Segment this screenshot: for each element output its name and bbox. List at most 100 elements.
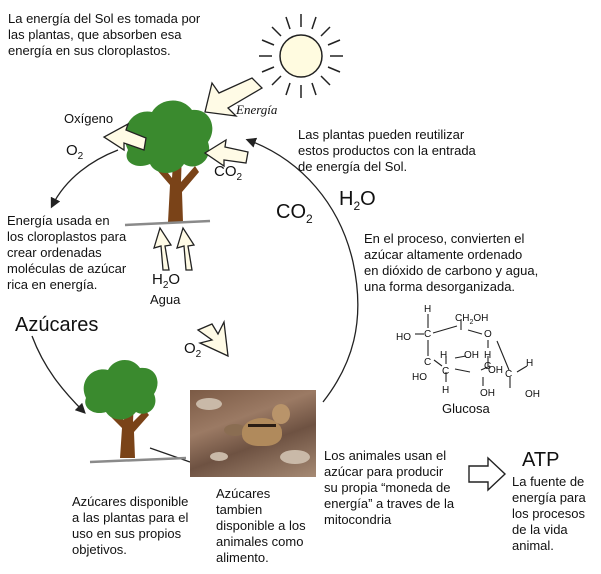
glucose-atom: HO bbox=[396, 332, 411, 343]
reuse-caption: Las plantas pueden reutilizar estos prod… bbox=[298, 127, 476, 175]
co2-big-label: CO2 bbox=[276, 201, 313, 230]
h2o-big-label: H2O bbox=[339, 188, 376, 217]
sugars-plants-line: a las plantas para el bbox=[72, 510, 189, 525]
co2-subscript: 2 bbox=[236, 172, 243, 183]
energy-used-line: rica en energía. bbox=[7, 277, 98, 292]
glucose-atom: HO bbox=[412, 372, 427, 383]
sun-icon bbox=[259, 14, 343, 98]
glucose-atom: C bbox=[442, 366, 450, 377]
water-label: Agua bbox=[150, 292, 181, 307]
sugars-plants-line: Azúcares disponible bbox=[72, 494, 189, 509]
tree-icon-top bbox=[124, 100, 213, 227]
reuse-line: Las plantas pueden reutilizar bbox=[298, 127, 465, 142]
sugars-plants-line: uso en sus propios bbox=[72, 526, 182, 541]
o2-symbol: O bbox=[66, 142, 78, 159]
o2-subscript: 2 bbox=[77, 151, 84, 162]
energy-label: Energía bbox=[236, 102, 278, 117]
sugars-animals-line: tambien bbox=[216, 502, 263, 517]
glucose-atom: OH bbox=[480, 388, 495, 399]
water-arrow-right bbox=[176, 226, 196, 271]
sugars-animals-line: animales como bbox=[216, 534, 304, 549]
co2-arrow bbox=[203, 138, 249, 168]
atp-caption-line: animal. bbox=[512, 538, 554, 553]
animals-line: Los animales usan el bbox=[324, 448, 447, 463]
glucose-atom: C bbox=[424, 329, 432, 340]
o2-mid-subscript: 2 bbox=[195, 349, 202, 360]
glucose-atom: OH bbox=[488, 365, 503, 376]
process-line: una forma desorganizada. bbox=[364, 279, 516, 294]
glucose-atom: O bbox=[484, 329, 492, 340]
atp-caption-line: los procesos bbox=[512, 506, 585, 521]
process-line: azúcar altamente ordenado bbox=[364, 247, 523, 262]
h2o-big-h: H bbox=[339, 188, 354, 210]
sugars-animals-caption: Azúcares tambien disponible a los animal… bbox=[216, 486, 306, 566]
sugars-plants-caption: Azúcares disponible a las plantas para e… bbox=[72, 494, 188, 558]
co2-label: CO2 bbox=[214, 164, 242, 186]
o2-mid-label: O2 bbox=[184, 341, 201, 363]
glucose-atom: C bbox=[505, 369, 513, 380]
energy-used-line: Energía usada en bbox=[7, 213, 110, 228]
glucose-atom: C bbox=[424, 357, 432, 368]
glucose-atom: H bbox=[442, 385, 450, 396]
oxygen-arrow bbox=[102, 122, 147, 152]
glucose-atom: H bbox=[424, 304, 432, 315]
h2o-subscript: 2 bbox=[162, 280, 169, 291]
glucose-atom: OH bbox=[473, 313, 489, 324]
co2-symbol: CO bbox=[214, 163, 237, 180]
energy-arrow bbox=[204, 77, 264, 117]
process-line: En el proceso, convierten el bbox=[364, 231, 525, 246]
glucose-atom: H bbox=[440, 350, 448, 361]
atp-arrow bbox=[468, 456, 507, 492]
chipmunk-photo bbox=[190, 390, 316, 477]
co2-big-subscript: 2 bbox=[306, 212, 313, 226]
sun-caption-line: las plantas, que absorben esa bbox=[8, 27, 182, 42]
glucose-structure bbox=[415, 314, 528, 388]
sun-caption-line: La energía del Sol es tomada por bbox=[8, 11, 201, 26]
glucose-atom: OH bbox=[464, 350, 479, 361]
sun-caption-line: energía en sus cloroplastos. bbox=[8, 43, 171, 58]
h2o-o: O bbox=[168, 271, 181, 288]
energy-used-caption: Energía usada en los cloroplastos para c… bbox=[7, 213, 126, 293]
energy-used-line: crear ordenadas bbox=[7, 245, 102, 260]
sugars-animals-line: Azúcares bbox=[216, 486, 271, 501]
process-line: en dióxido de carbono y agua, bbox=[364, 263, 539, 278]
atp-caption: La fuente de energía para los procesos d… bbox=[512, 474, 586, 554]
atp-caption-line: La fuente de bbox=[512, 474, 585, 489]
energy-used-line: moléculas de azúcar bbox=[7, 261, 127, 276]
atp-label: ATP bbox=[522, 449, 560, 471]
cycle-arrow-left-bottom bbox=[31, 335, 86, 414]
connector-tree-photo bbox=[149, 447, 191, 463]
co2-big-symbol: CO bbox=[276, 201, 306, 223]
o2-label: O2 bbox=[66, 143, 83, 165]
oxygen-label: Oxígeno bbox=[64, 111, 114, 126]
reuse-line: estos productos con la entrada bbox=[298, 143, 476, 158]
h2o-h: H bbox=[152, 271, 163, 288]
azucares-label: Azúcares bbox=[15, 314, 99, 336]
glucose-atom: H bbox=[484, 350, 492, 361]
animals-line: azúcar para producir bbox=[324, 464, 444, 479]
atp-caption-line: de la vida bbox=[512, 522, 568, 537]
h2o-big-o: O bbox=[360, 188, 376, 210]
atp-caption-line: energía para bbox=[512, 490, 586, 505]
energy-used-line: los cloroplastos para bbox=[7, 229, 127, 244]
sugars-animals-line: alimento. bbox=[216, 550, 269, 565]
o2-mid-symbol: O bbox=[184, 340, 196, 357]
animals-line: su propia “moneda de bbox=[324, 480, 451, 495]
animals-caption: Los animales usan el azúcar para produci… bbox=[324, 448, 454, 528]
glucose-atom: 2 bbox=[469, 319, 474, 326]
oxygen-arrow-mid bbox=[196, 319, 229, 358]
h2o-label: H2O bbox=[152, 272, 180, 294]
sugars-animals-line: disponible a los bbox=[216, 518, 306, 533]
h2o-big-subscript: 2 bbox=[353, 199, 361, 213]
water-arrow-left bbox=[153, 226, 173, 271]
glucose-atom: C bbox=[484, 361, 492, 372]
process-caption: En el proceso, convierten el azúcar alta… bbox=[364, 231, 538, 295]
glucose-atom: CH bbox=[455, 313, 470, 324]
glucose-atom: OH bbox=[525, 389, 540, 400]
glucose-atom: H bbox=[526, 358, 534, 369]
cycle-arrow-right bbox=[245, 137, 359, 403]
cycle-arrow-left-top bbox=[50, 149, 119, 209]
glucose-label: Glucosa bbox=[442, 401, 490, 416]
